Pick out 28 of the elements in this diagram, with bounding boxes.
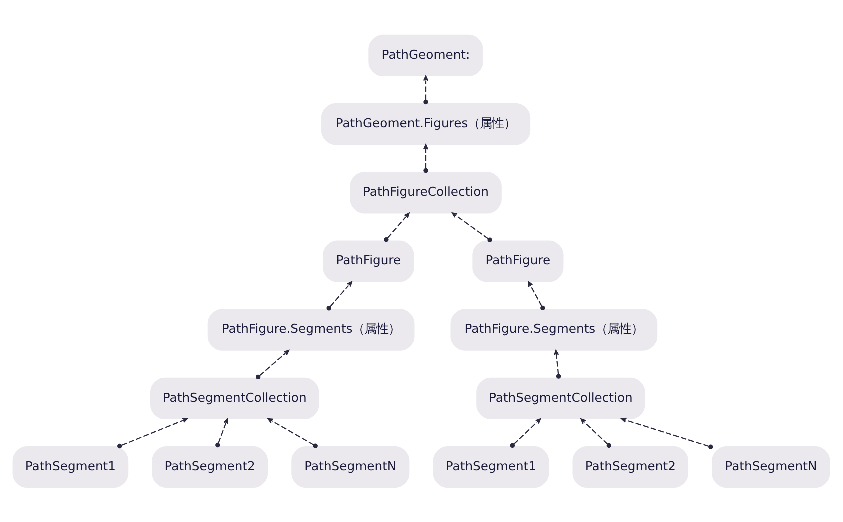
- node-box: PathSegment1: [12, 446, 129, 488]
- arrow: [384, 212, 410, 242]
- arrow: [216, 418, 228, 448]
- arrow: [528, 280, 546, 310]
- node-box: PathSegmentCollection: [476, 377, 646, 419]
- arrow: [423, 144, 429, 173]
- arrow: [117, 418, 188, 448]
- arrow: [580, 418, 612, 448]
- arrow: [621, 417, 714, 449]
- node-box: PathGeoment.Figures（属性）: [321, 103, 531, 145]
- arrow: [554, 350, 562, 378]
- node-box: PathFigure: [472, 240, 564, 282]
- arrow: [326, 280, 352, 310]
- node-box: PathSegmentN: [712, 446, 830, 488]
- node-box: PathFigureCollection: [350, 172, 502, 214]
- node-box: PathFigure: [323, 240, 414, 282]
- node-box: PathSegmentN: [292, 446, 410, 488]
- node-box: PathSegment2: [572, 446, 689, 488]
- node-box: PathFigure.Segments（属性）: [208, 308, 415, 350]
- node-box: PathSegment2: [152, 446, 268, 488]
- node-box: PathFigure.Segments（属性）: [450, 308, 658, 350]
- arrow: [452, 212, 492, 242]
- arrow: [256, 350, 290, 380]
- node-box: PathSegment1: [433, 446, 550, 488]
- arrow: [510, 418, 542, 448]
- arrow: [268, 418, 318, 448]
- node-box: PathSegmentCollection: [150, 377, 320, 419]
- node-box: PathGeoment:: [368, 34, 484, 76]
